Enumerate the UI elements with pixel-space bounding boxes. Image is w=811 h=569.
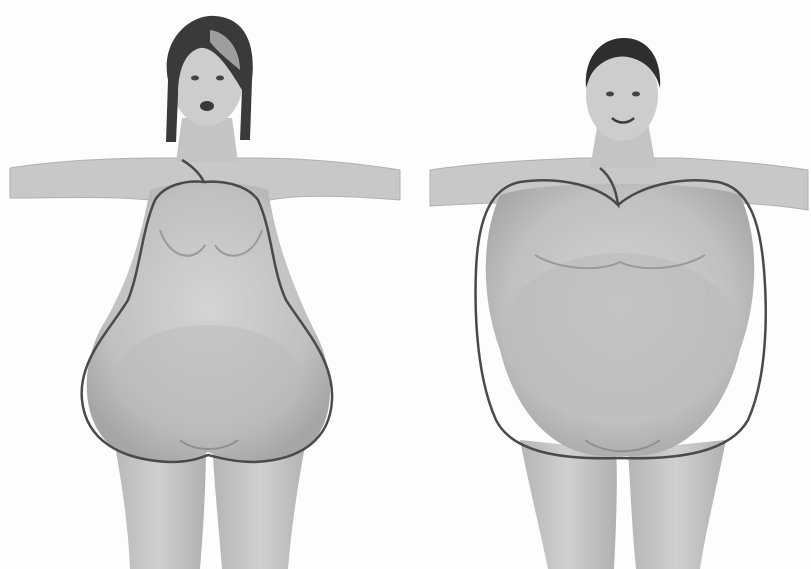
pear-figure [10,16,400,569]
pear-right-eye [216,76,224,81]
apple-right-eye [632,92,640,97]
apple-figure [430,38,808,569]
pear-hip-shading [113,325,303,435]
apple-belly [502,253,738,417]
pear-mouth [200,101,214,111]
pear-left-eye [191,76,199,81]
apple-left-eye [606,92,614,97]
